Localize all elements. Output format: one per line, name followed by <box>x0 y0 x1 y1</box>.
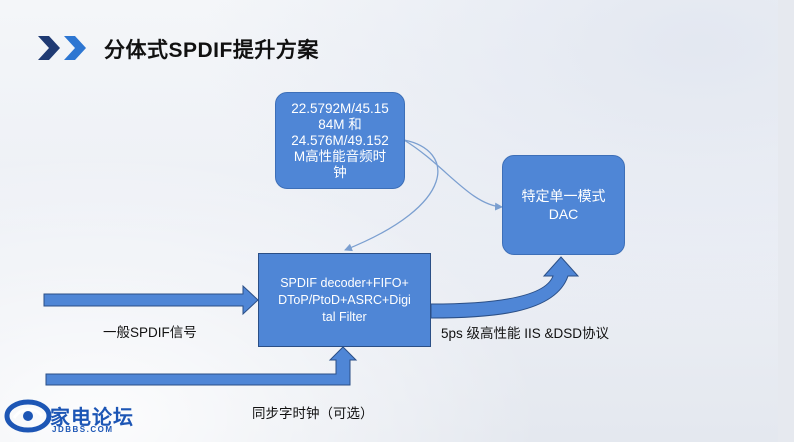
clock-source-box-text: 22.5792M/45.15 84M 和 24.576M/49.152 M高性能… <box>291 101 389 181</box>
decoder-box-text: SPDIF decoder+FIFO+ DToP/PtoD+ASRC+Digi … <box>278 275 411 326</box>
logo-brand-text: 家电论坛 <box>50 407 134 429</box>
clock-source-box: 22.5792M/45.15 84M 和 24.576M/49.152 M高性能… <box>275 92 405 189</box>
dac-line-2: DAC <box>548 206 579 222</box>
clock-line-5: 钟 <box>333 164 347 180</box>
decoder-line-2: DToP/PtoD+ASRC+Digi <box>278 292 411 307</box>
clock-to-decoder-connector <box>344 139 439 252</box>
spdif-input-label: 一般SPDIF信号 <box>103 325 197 340</box>
clock-to-dac-connector <box>403 139 503 211</box>
clock-line-3: 24.576M/49.152 <box>291 132 389 148</box>
decoder-line-3: tal Filter <box>322 309 367 324</box>
title-chevron-icon <box>38 36 86 60</box>
clock-line-1: 22.5792M/45.15 <box>291 100 389 116</box>
sync-clock-label: 同步字时钟（可选） <box>252 406 374 421</box>
dac-box: 特定单一模式 DAC <box>502 155 625 255</box>
slide-title: 分体式SPDIF提升方案 <box>104 39 319 62</box>
decoder-line-1: SPDIF decoder+FIFO+ <box>280 275 409 290</box>
dac-box-text: 特定单一模式 DAC <box>522 187 606 223</box>
iis-output-label: 5ps 级高性能 IIS &DSD协议 <box>441 326 610 341</box>
clock-line-4: M高性能音频时 <box>293 148 387 164</box>
logo-swirl-icon <box>4 399 52 433</box>
decoder-box: SPDIF decoder+FIFO+ DToP/PtoD+ASRC+Digi … <box>258 253 431 347</box>
sync-clock-arrow <box>45 346 358 386</box>
spdif-input-arrow <box>43 284 259 316</box>
clock-line-2: 84M 和 <box>318 116 362 132</box>
dac-line-1: 特定单一模式 <box>521 188 606 204</box>
decoder-to-dac-arrow <box>430 256 580 319</box>
right-edge-strip <box>778 0 794 442</box>
logo-site-text: JDBBS.COM <box>52 425 114 434</box>
